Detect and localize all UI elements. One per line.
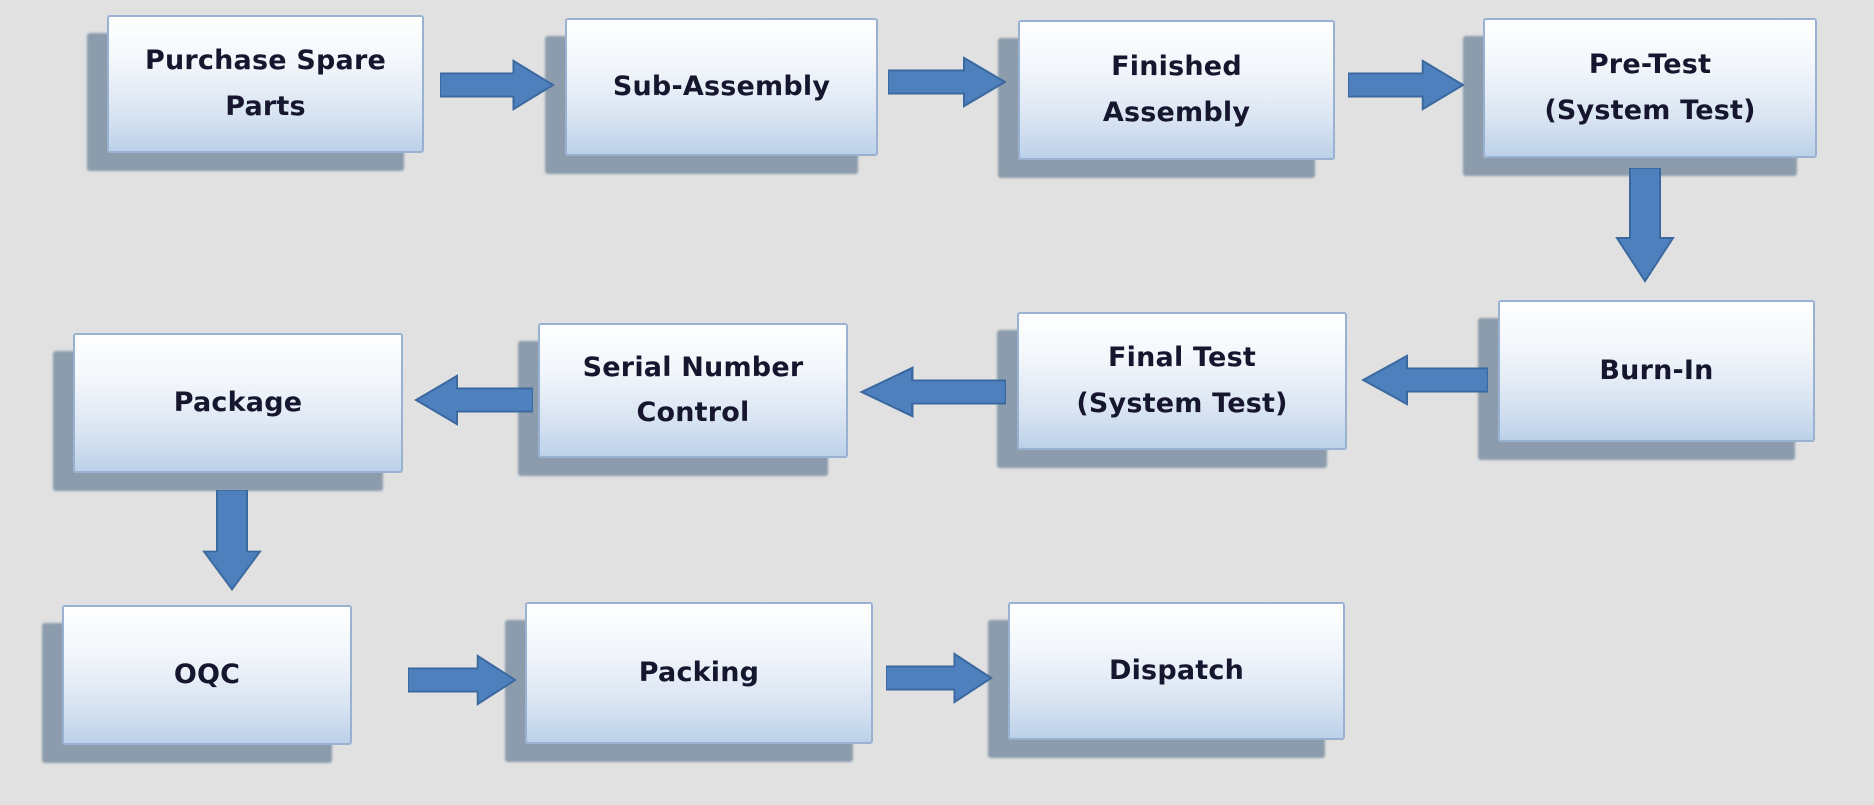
node-label: Dispatch (1108, 654, 1245, 686)
node-label: Burn-In (1599, 354, 1714, 386)
node-label: Control (636, 397, 750, 428)
node-serial-number-control: Serial Number Control (538, 323, 848, 458)
node-label: Assembly (1102, 96, 1251, 128)
node-label: Final Test (1108, 342, 1256, 374)
node-packing: Packing (525, 602, 873, 744)
arrow-left-icon (414, 374, 533, 426)
node-label: Packing (638, 656, 760, 688)
arrow-right-icon (408, 654, 518, 706)
arrow-right-icon (440, 59, 555, 111)
node-label: Serial Number (582, 351, 804, 383)
node-label: Sub-Assembly (612, 70, 831, 102)
node-label: Pre-Test (1588, 49, 1712, 81)
node-label: Parts (225, 90, 306, 122)
arrow-right-icon (1348, 59, 1465, 111)
node-sub-assembly: Sub-Assembly (565, 18, 878, 156)
arrow-down-icon (1615, 168, 1675, 283)
arrow-right-icon (886, 652, 994, 704)
node-burn-in: Burn-In (1498, 300, 1815, 442)
node-label: (System Test) (1544, 94, 1756, 126)
arrow-left-icon (859, 366, 1006, 418)
node-pre-test: Pre-Test (System Test) (1483, 18, 1817, 158)
node-label: (System Test) (1076, 387, 1288, 419)
node-oqc: OQC (62, 605, 352, 745)
node-label: OQC (173, 658, 241, 690)
node-package: Package (73, 333, 403, 473)
node-label: Purchase Spare (145, 45, 386, 77)
node-final-test: Final Test (System Test) (1017, 312, 1347, 450)
arrow-left-icon (1361, 354, 1488, 406)
arrow-down-icon (202, 490, 262, 591)
node-finished-assembly: Finished Assembly (1018, 20, 1335, 160)
arrow-right-icon (888, 56, 1007, 108)
node-label: Finished (1111, 51, 1242, 83)
node-label: Package (173, 386, 303, 418)
node-dispatch: Dispatch (1008, 602, 1345, 740)
node-purchase-spare-parts: Purchase Spare Parts (107, 15, 424, 153)
